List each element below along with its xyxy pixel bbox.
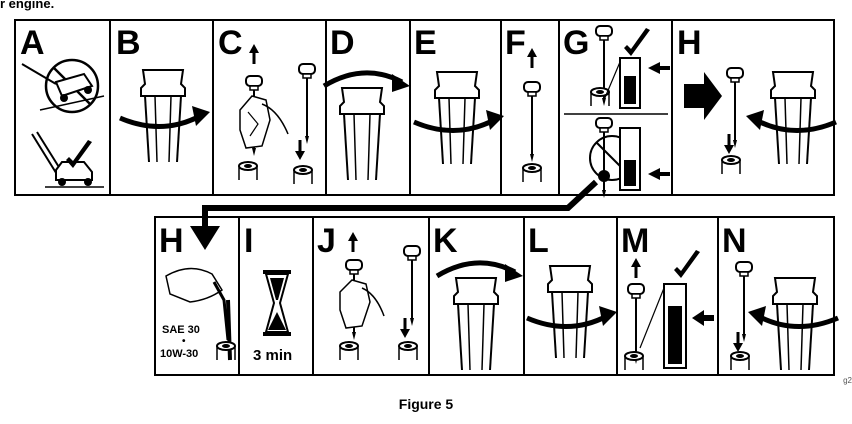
big-down-arrow-icon: [190, 226, 220, 250]
hand-with-rag-icon: [339, 279, 385, 329]
header-partial-text: r engine.: [0, 0, 55, 11]
panel-letter-f: F: [505, 24, 526, 62]
hourglass-icon: [263, 270, 291, 336]
panel-letter-m: M: [621, 222, 649, 260]
panel-letter-b: B: [116, 24, 141, 62]
panel-letter-g: G: [563, 24, 589, 62]
oil-type-sae30: SAE 30: [162, 324, 200, 336]
panel-letter-c: C: [218, 24, 243, 62]
panel-frame-l: [523, 216, 618, 376]
prohibited-tilted-mower-icon: [21, 58, 105, 114]
panel-letter-h2: H: [159, 222, 184, 260]
flow-connector: [202, 179, 599, 228]
figure-code: g2: [843, 376, 852, 385]
panel-letter-e: E: [414, 24, 437, 62]
big-right-arrow-icon: [684, 72, 722, 120]
panel-letter-i: I: [244, 222, 253, 260]
oil-type-separator: •: [182, 336, 186, 347]
panel-letter-j: J: [317, 222, 336, 260]
panel-letter-n: N: [722, 222, 747, 260]
upright-mower-icon: [31, 131, 104, 188]
panel-letter-l: L: [528, 222, 549, 260]
level-arrow: [648, 168, 670, 180]
level-arrow: [648, 62, 670, 74]
panel-frame-e: [409, 19, 502, 196]
level-arrow: [692, 310, 714, 326]
panel-letter-d: D: [330, 24, 355, 62]
wait-time-label: 3 min: [253, 347, 292, 364]
panel-frame-g: [558, 19, 673, 196]
dipstick-level-full: [603, 57, 641, 109]
figure-caption: Figure 5: [398, 396, 454, 412]
oil-type-10w30: 10W-30: [160, 348, 198, 360]
hand-with-rag-icon: [239, 95, 289, 149]
panel-letter-k: K: [433, 222, 458, 260]
panel-letter-h1: H: [677, 24, 702, 62]
panel-letter-a: A: [20, 24, 45, 62]
dipstick-level-full: [639, 283, 687, 369]
dipstick-level-low: [589, 117, 641, 199]
